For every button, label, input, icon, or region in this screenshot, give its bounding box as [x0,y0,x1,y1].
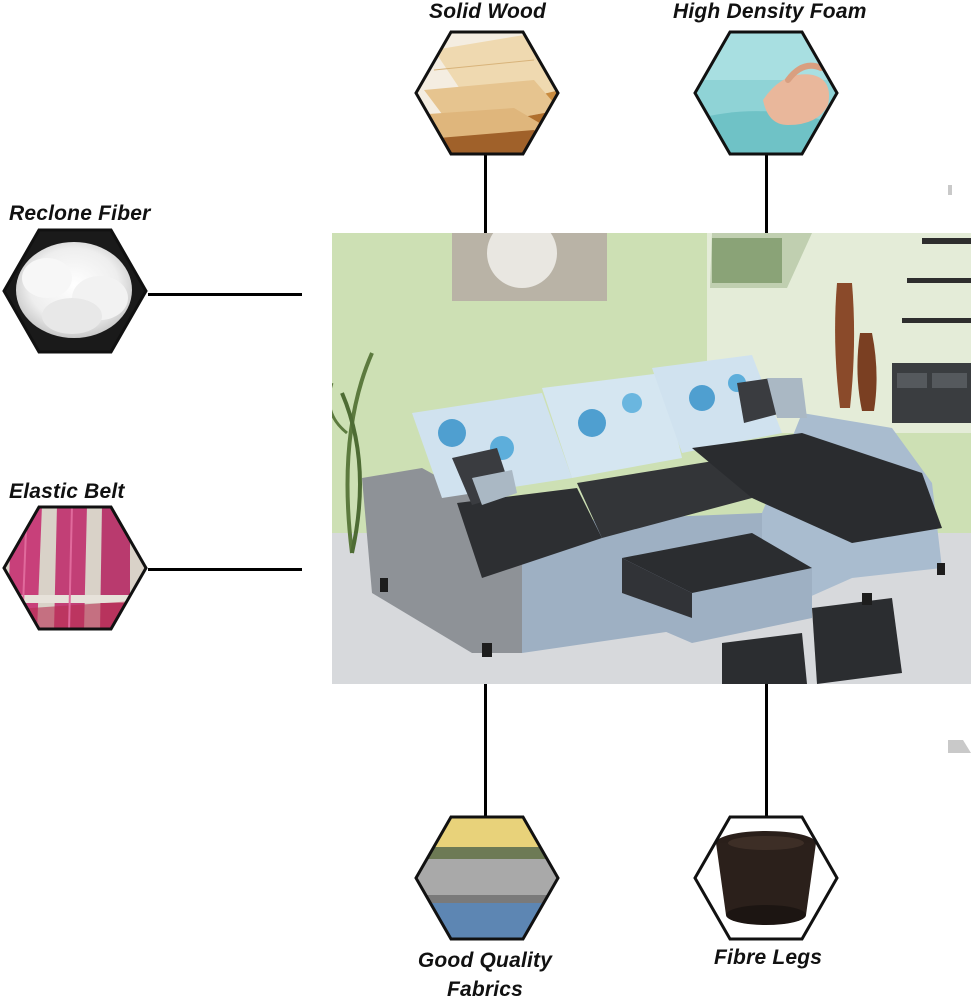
solid-wood-icon [414,30,560,156]
corner-mark-top [948,185,952,195]
label-elastic-belt: Elastic Belt [9,480,125,503]
label-high-density-foam: High Density Foam [673,0,867,23]
label-reclone-fiber: Reclone Fiber [9,202,151,225]
fabrics-icon [414,815,560,941]
elastic-belt-icon [2,505,148,631]
connector-solid-wood [484,155,487,235]
sofa-scene-illustration [332,233,971,684]
fibre-legs-icon [693,815,839,941]
connector-fibre-legs [765,684,768,816]
reclone-fiber-icon [2,228,148,354]
label-fabrics-line2: Fabrics [446,978,524,1001]
connector-reclone-fiber [148,293,302,296]
sofa-product-image [332,233,971,684]
connector-fabrics [484,684,487,816]
corner-mark-bottom [948,740,971,753]
label-solid-wood: Solid Wood [429,0,547,23]
high-density-foam-icon [693,30,839,156]
label-fabrics-line1: Good Quality [417,949,553,972]
label-fibre-legs: Fibre Legs [714,946,823,969]
label-good-quality-fabrics: Good Quality Fabrics [405,946,565,1004]
connector-elastic-belt [148,568,302,571]
connector-high-density-foam [765,155,768,235]
